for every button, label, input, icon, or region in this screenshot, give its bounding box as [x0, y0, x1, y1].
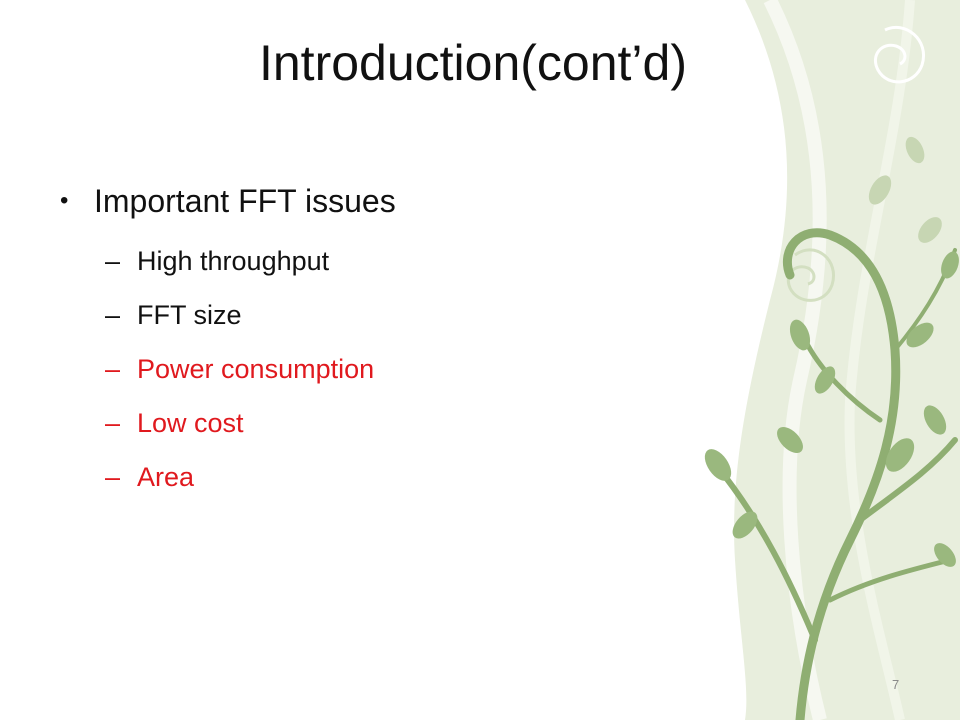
dash-icon: – — [105, 408, 121, 438]
decor-leaf — [934, 543, 956, 567]
sub-bullet-text: FFT size — [137, 300, 242, 330]
decor-panel — [734, 0, 960, 720]
dash-icon: – — [105, 462, 121, 492]
decor-vine-branch-upper — [802, 337, 883, 423]
main-bullet-text: Important FFT issues — [94, 183, 396, 219]
decor-swirl-mid — [786, 248, 835, 302]
dash-icon: – — [105, 246, 121, 276]
decor-vine-branch-left — [717, 467, 818, 643]
decor-swirl-top — [873, 26, 925, 84]
dash-icon: – — [105, 354, 121, 384]
sub-bullet-item-highlight: – Area — [105, 450, 700, 504]
sub-bullet-text: Power consumption — [137, 354, 375, 384]
slide-title: Introduction(cont’d) — [258, 35, 687, 91]
sub-bullet-item: – FFT size — [105, 288, 700, 342]
decor-leaf — [918, 217, 942, 243]
sub-bullet-item: – High throughput — [105, 234, 700, 288]
decor-leaf — [777, 427, 803, 453]
sub-bullet-item-highlight: – Low cost — [105, 396, 700, 450]
decor-leaf — [885, 438, 915, 472]
decor-leaf — [732, 511, 758, 539]
bullet-list: • Important FFT issues – High throughput… — [60, 178, 700, 504]
decor-leaf — [868, 175, 892, 205]
page-number: 7 — [892, 677, 900, 692]
decor-leaf — [906, 322, 934, 348]
decor-vine-branch-right — [857, 437, 958, 523]
decor-leaf — [941, 251, 959, 279]
sub-bullet-list: – High throughput – FFT size – Power con… — [60, 234, 700, 504]
dash-icon: – — [105, 300, 121, 330]
sub-bullet-item-highlight: – Power consumption — [105, 342, 700, 396]
sub-bullet-text: High throughput — [137, 246, 330, 276]
sub-bullet-text: Low cost — [137, 408, 244, 438]
sub-bullet-text: Area — [137, 462, 195, 492]
decor-vine-branch-low — [827, 557, 953, 603]
decor-leaf — [789, 319, 811, 351]
decor-leaf — [704, 449, 732, 481]
decor-leaf — [814, 366, 836, 394]
decor-leaf — [905, 136, 925, 164]
decor-leaf — [923, 405, 947, 435]
bullet-dot-icon: • — [60, 187, 69, 214]
decor-vine-trunk — [782, 228, 901, 720]
main-bullet: • Important FFT issues — [60, 178, 700, 224]
